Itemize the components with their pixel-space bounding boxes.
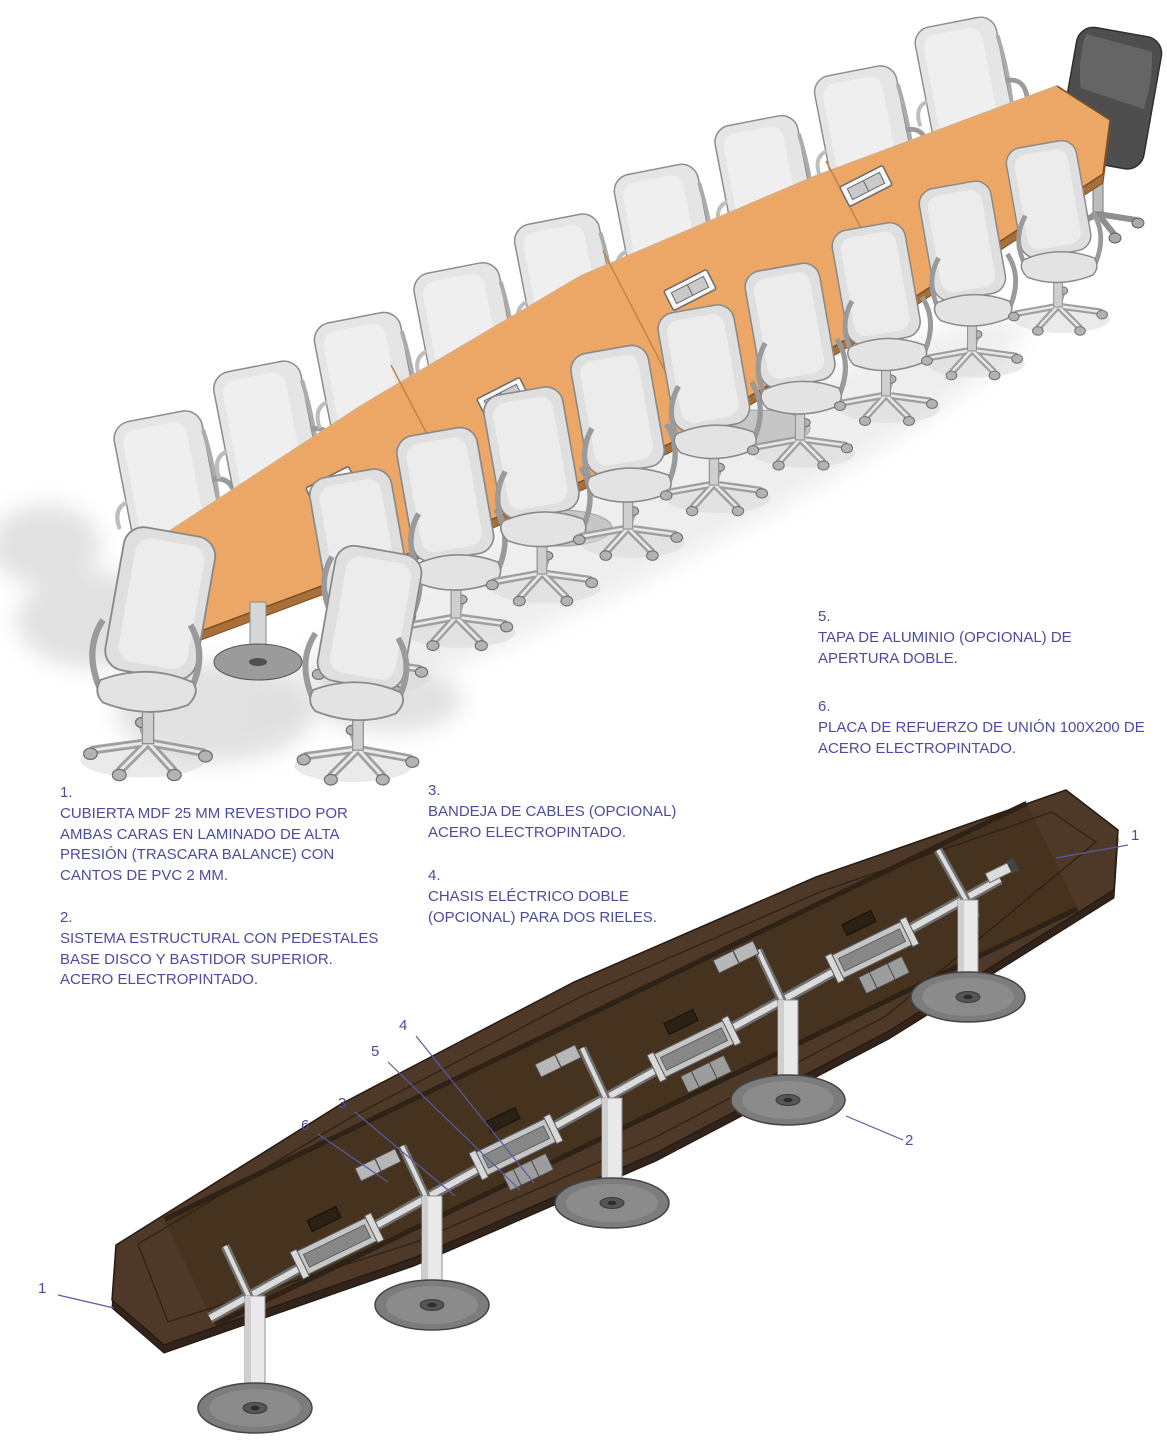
note-number: 6. [818,698,831,715]
underside-groove [137,811,1098,1323]
leader-line-1-top-right [1055,844,1129,859]
note-text: BANDEJA DE CABLES (OPCIONAL) ACERO ELECT… [428,803,677,841]
note-1: 1. CUBIERTA MDF 25 MM REVESTIDO POR AMBA… [60,783,372,886]
visible-pedestal-left [213,601,303,681]
note-5: 5. TAPA DE ALUMINIO (OPCIONAL) DE APERTU… [818,607,1080,669]
leader-lines [57,844,1129,1309]
leader-line-6 [317,1133,389,1183]
note-number: 1. [60,784,73,801]
callout-1-bottom-left: 1 [38,1280,47,1297]
note-text: SISTEMA ESTRUCTURAL CON PEDESTALES BASE … [60,930,379,989]
callout-6: 6 [301,1117,310,1134]
note-4: 4. CHASIS ELÉCTRICO DOBLE (OPCIONAL) PAR… [428,866,720,928]
underside-illustration [57,789,1129,1434]
note-text: TAPA DE ALUMINIO (OPCIONAL) DE APERTURA … [818,629,1072,667]
note-number: 5. [818,608,831,625]
callout-4: 4 [399,1017,408,1034]
underside-surface [111,789,1119,1354]
note-number: 3. [428,782,441,799]
note-text: CUBIERTA MDF 25 MM REVESTIDO POR AMBAS C… [60,805,348,884]
note-3: 3. BANDEJA DE CABLES (OPCIONAL) ACERO EL… [428,781,728,843]
assembled-table-illustration [0,11,1164,785]
note-text: CHASIS ELÉCTRICO DOBLE (OPCIONAL) PARA D… [428,888,657,926]
callout-5: 5 [371,1043,380,1060]
note-2: 2. SISTEMA ESTRUCTURAL CON PEDESTALES BA… [60,908,382,991]
leader-line-1-bottom-left [57,1294,115,1309]
note-number: 4. [428,867,441,884]
note-6: 6. PLACA DE REFUERZO DE UNIÓN 100X200 DE… [818,697,1148,759]
leader-line-5 [387,1061,521,1191]
callout-3: 3 [338,1095,347,1112]
note-number: 2. [60,909,73,926]
leader-line-4 [415,1035,535,1184]
callout-2: 2 [905,1132,914,1149]
note-text: PLACA DE REFUERZO DE UNIÓN 100X200 DE AC… [818,719,1145,757]
right-tip-bracket [984,857,1020,884]
table-top-highlight [146,85,1058,547]
leader-line-3 [354,1111,456,1197]
callout-1-top-right: 1 [1131,827,1140,844]
leader-line-2 [845,1115,904,1141]
